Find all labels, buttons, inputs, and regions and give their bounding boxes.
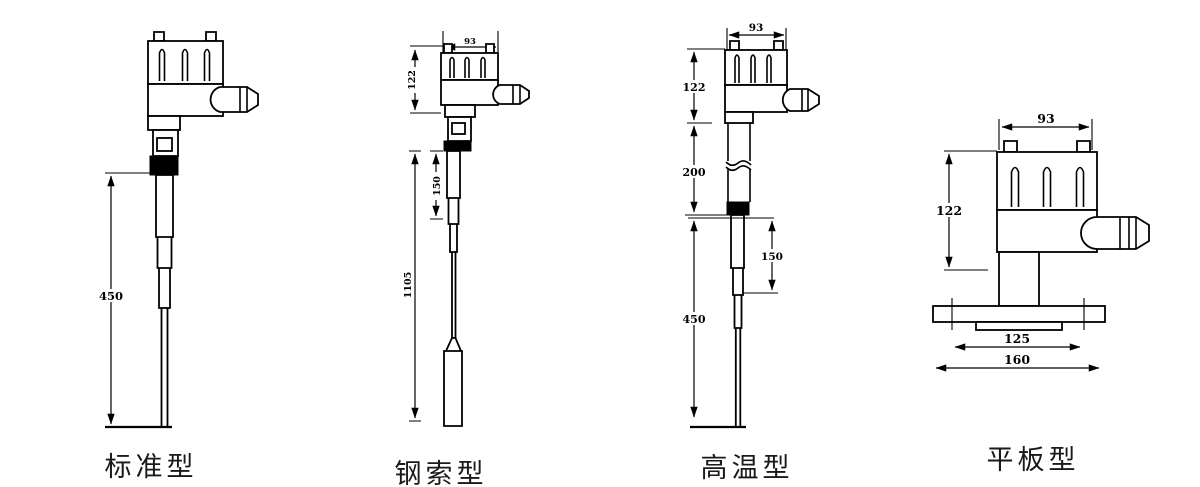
cable-gland-lines [512, 85, 521, 104]
cable-weight [443, 337, 463, 427]
extension-lines [726, 28, 787, 50]
dim-label-bg [430, 172, 442, 200]
display-window [451, 122, 466, 135]
cable-gland [1080, 216, 1150, 250]
figure-flat-flange: 93 122 125 160 [932, 111, 1150, 372]
flange-plate [932, 305, 1106, 323]
neck [724, 111, 754, 124]
dim-housing-height: 122 [936, 203, 962, 218]
insulator-band [149, 155, 179, 176]
cooling-fins [449, 56, 486, 78]
probe-rod [155, 174, 174, 428]
dim-label-bg [935, 203, 963, 217]
caption-flat-flange: 平板型 [986, 445, 1080, 475]
neck-upper [444, 104, 476, 118]
cable-gland-lines [801, 89, 809, 111]
dim-rod-length: 150 [761, 251, 783, 263]
dim-rod-length: 150 [432, 176, 443, 196]
neck-upper [147, 115, 181, 131]
mounting-tabs [153, 31, 217, 42]
probe-rod [446, 150, 461, 339]
break-symbol [725, 160, 752, 172]
dim-flange-face-width: 125 [1004, 331, 1030, 346]
dim-cable-length: 1105 [403, 272, 414, 298]
dim-housing-height: 122 [683, 81, 706, 94]
dim-housing-width: 93 [749, 22, 764, 34]
display-window [156, 137, 173, 152]
caption-cable: 钢索型 [394, 459, 488, 487]
dim-label-bg [761, 249, 783, 262]
extension-tube [727, 123, 751, 202]
extension-lines [998, 119, 1093, 150]
cable-gland [209, 86, 259, 113]
cooling-fins [1010, 166, 1085, 207]
dim-extension-length: 200 [683, 166, 706, 179]
dim-ticks-rod [430, 150, 443, 220]
extension-lines [442, 31, 499, 52]
cable-gland-lines [239, 87, 248, 112]
neck [998, 251, 1040, 307]
insulator-band [726, 201, 750, 216]
dim-label-bg [683, 165, 705, 178]
housing-lower [724, 84, 788, 113]
cable-gland [781, 88, 820, 112]
dim-housing-width: 93 [464, 37, 476, 47]
mounting-tabs [1003, 140, 1091, 153]
figure-high-temperature: 93 122 200 450 150 [682, 22, 820, 429]
cable-gland [492, 84, 530, 105]
dim-probe-length: 450 [99, 289, 123, 303]
dim-label-bg [683, 80, 705, 93]
housing-upper [147, 40, 224, 85]
dim-probe-length: 450 [683, 313, 706, 326]
dim-ticks-cable [409, 150, 421, 422]
bolt-center-lines [951, 298, 1085, 330]
cooling-fins [734, 54, 772, 83]
housing-lower [440, 79, 499, 106]
cooling-fins [158, 48, 211, 81]
dim-label-bg [682, 312, 706, 325]
housing-upper [996, 151, 1098, 211]
cable-gland-lines [1119, 217, 1137, 249]
caption-standard: 标准型 [104, 452, 198, 482]
mounting-tabs [729, 40, 784, 51]
insulator-band [443, 140, 472, 152]
figure-standard: 450 [99, 31, 259, 429]
dim-ticks [410, 45, 443, 114]
dim-flange-width: 160 [1004, 352, 1030, 367]
figure-cable: 93 122 150 1105 [403, 31, 530, 427]
dim-ticks [944, 150, 997, 271]
caption-high-temperature: 高温型 [700, 453, 794, 483]
dim-ticks [685, 48, 778, 294]
dim-housing-height: 122 [407, 70, 418, 90]
probe-rod [730, 214, 745, 428]
flange-face [975, 321, 1063, 331]
dim-label-bg [100, 289, 122, 302]
dim-housing-width: 93 [1037, 111, 1054, 126]
dim-label-bg [405, 67, 417, 93]
